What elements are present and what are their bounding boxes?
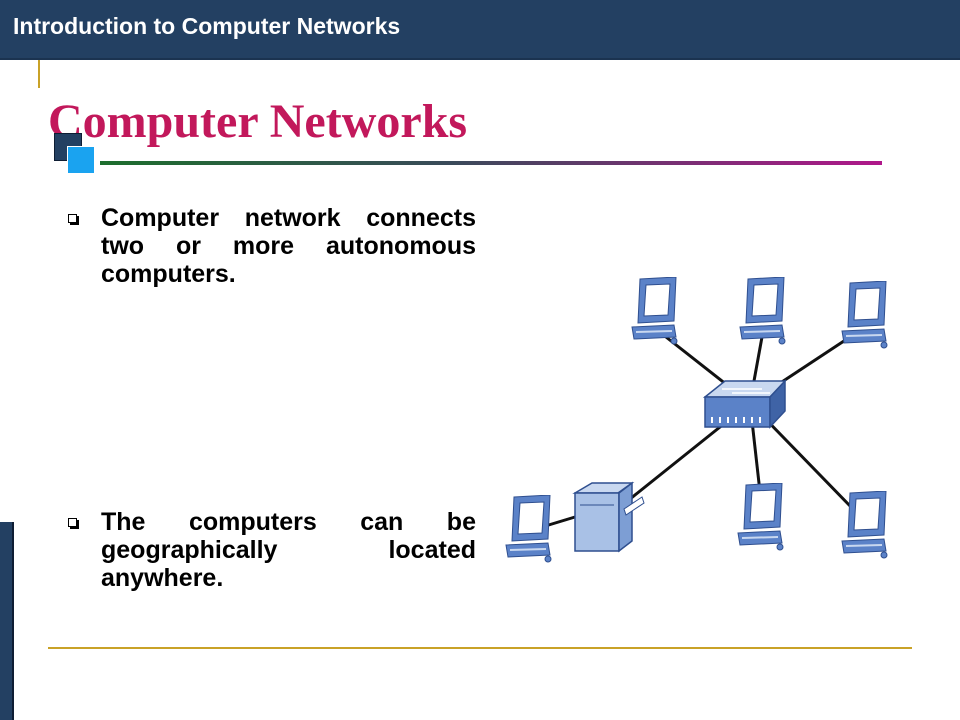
- bullet-item: Computer network connects two or more au…: [68, 204, 476, 288]
- computer-icon: [505, 495, 552, 563]
- bullet-item: The computers can be geographically loca…: [68, 508, 476, 592]
- square-bullet-icon: [68, 518, 77, 527]
- computer-icon: [631, 277, 678, 345]
- square-bullet-icon: [68, 214, 77, 223]
- slide-title: Computer Networks: [48, 95, 468, 148]
- printer-icon: [572, 481, 645, 553]
- bullet-text: The computers can be geographically loca…: [101, 508, 476, 592]
- footer-rule: [48, 647, 912, 649]
- header-title: Introduction to Computer Networks: [13, 13, 401, 39]
- header-bar: Introduction to Computer Networks: [0, 0, 960, 60]
- left-accent-bar: [0, 522, 14, 720]
- network-switch-icon: [702, 379, 787, 429]
- title-underline: [100, 161, 882, 165]
- computer-icon: [841, 281, 888, 349]
- title-square-light: [67, 146, 95, 174]
- network-diagram: [505, 277, 888, 563]
- accent-tick: [38, 60, 40, 88]
- computer-icon: [739, 277, 786, 345]
- computer-icon: [841, 491, 888, 559]
- bullet-text: Computer network connects two or more au…: [101, 204, 476, 288]
- computer-icon: [737, 483, 784, 551]
